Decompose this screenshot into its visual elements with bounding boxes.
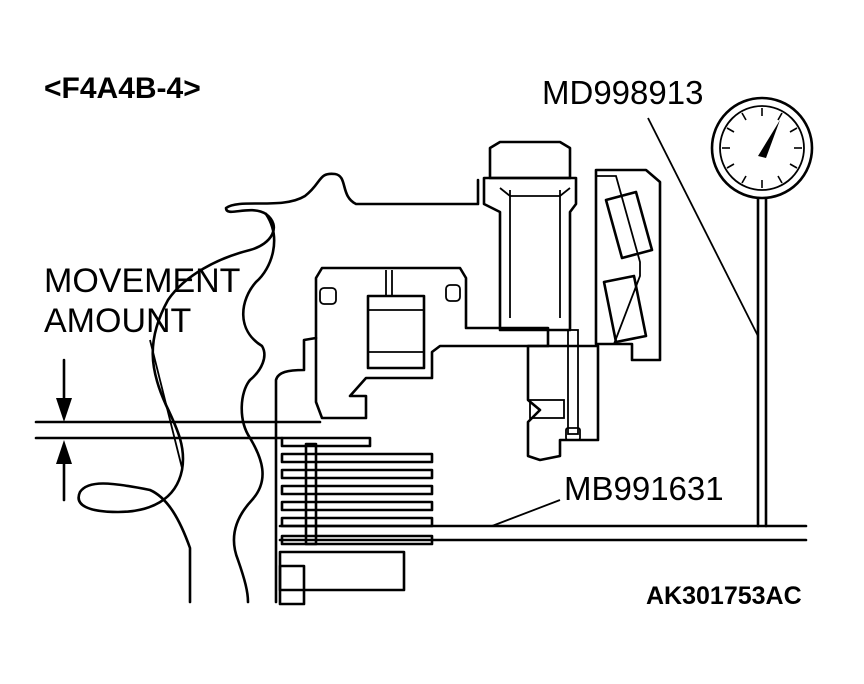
- bolt-shank: [482, 176, 578, 332]
- piston-seal-right: [445, 284, 461, 302]
- reaction-plate-lip: [278, 564, 306, 606]
- bearing-cup: [594, 168, 662, 362]
- bearing-race: [596, 175, 641, 345]
- housing-edge-right: [274, 336, 318, 604]
- figure-code: AK301753AC: [646, 582, 802, 610]
- bolt-head: [488, 140, 572, 180]
- dial-gauge-bezel: [710, 96, 814, 200]
- dial-gauge-face: [719, 105, 805, 191]
- gauge-leader: [647, 117, 759, 337]
- dial-gauge-needle: [758, 120, 780, 158]
- movement-label-line2: AMOUNT: [44, 302, 192, 340]
- arrow-upper-head: [56, 398, 72, 422]
- tool-leader: [491, 499, 561, 527]
- piston-seal-left: [319, 287, 337, 305]
- clutch-plates: [280, 436, 434, 546]
- spring-pin: [385, 270, 393, 296]
- movement-label-line1: MOVEMENT: [44, 262, 241, 300]
- reaction-plate: [278, 550, 406, 592]
- arrow-lower-head: [56, 440, 72, 464]
- movement-leader: [149, 339, 183, 469]
- piston-body: [314, 266, 550, 420]
- figure-title: <F4A4B-4>: [44, 72, 201, 105]
- dial-gauge-ticks: [722, 108, 802, 188]
- sleeve-pin: [567, 329, 579, 435]
- sleeve-pin-end: [565, 427, 581, 441]
- dial-gauge-label: MD998913: [542, 74, 704, 111]
- bolt-chamfer: [499, 187, 571, 197]
- sleeve-slot: [529, 399, 565, 419]
- housing-outline: [77, 172, 480, 604]
- sleeve-body: [526, 344, 600, 462]
- bearing-roller-bottom: [602, 274, 648, 344]
- housing-inner-curve: [232, 212, 276, 604]
- spring-block: [366, 294, 426, 370]
- bearing-roller-top: [604, 190, 654, 260]
- tool-label: MB991631: [564, 470, 724, 507]
